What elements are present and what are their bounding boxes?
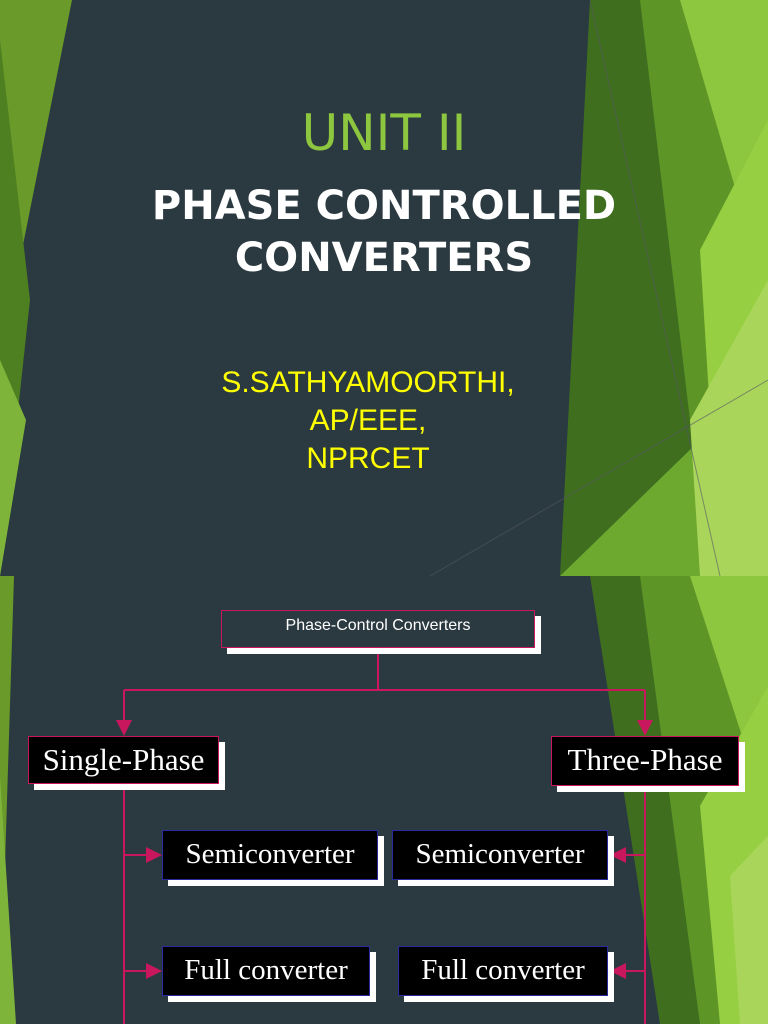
box-three-phase-semiconverter: Semiconverter: [392, 830, 608, 880]
unit-heading: UNIT II: [301, 104, 467, 162]
author-institution: NPRCET: [306, 442, 430, 475]
slide-title: PHASE CONTROLLED CONVERTERS: [34, 180, 734, 284]
title-line-1: PHASE CONTROLLED: [151, 183, 617, 229]
author-department: AP/EEE,: [309, 404, 427, 437]
box-three-phase: Three-Phase: [551, 736, 739, 786]
author-block: S.SATHYAMOORTHI, AP/EEE, NPRCET: [0, 364, 736, 478]
author-name: S.SATHYAMOORTHI,: [221, 366, 515, 399]
title-slide: UNIT II PHASE CONTROLLED CONVERTERS S.SA…: [0, 0, 768, 576]
title-line-2: CONVERTERS: [234, 235, 534, 281]
diagram-slide: Phase-Control Converters Single-Phase Th…: [0, 576, 768, 1024]
green-facet-decoration: [0, 0, 768, 576]
root-box-phase-control-converters: Phase-Control Converters: [221, 610, 535, 648]
box-single-phase-full-converter: Full converter: [162, 946, 370, 996]
box-single-phase-semiconverter: Semiconverter: [162, 830, 378, 880]
box-single-phase: Single-Phase: [28, 736, 219, 784]
box-three-phase-full-converter: Full converter: [398, 946, 608, 996]
